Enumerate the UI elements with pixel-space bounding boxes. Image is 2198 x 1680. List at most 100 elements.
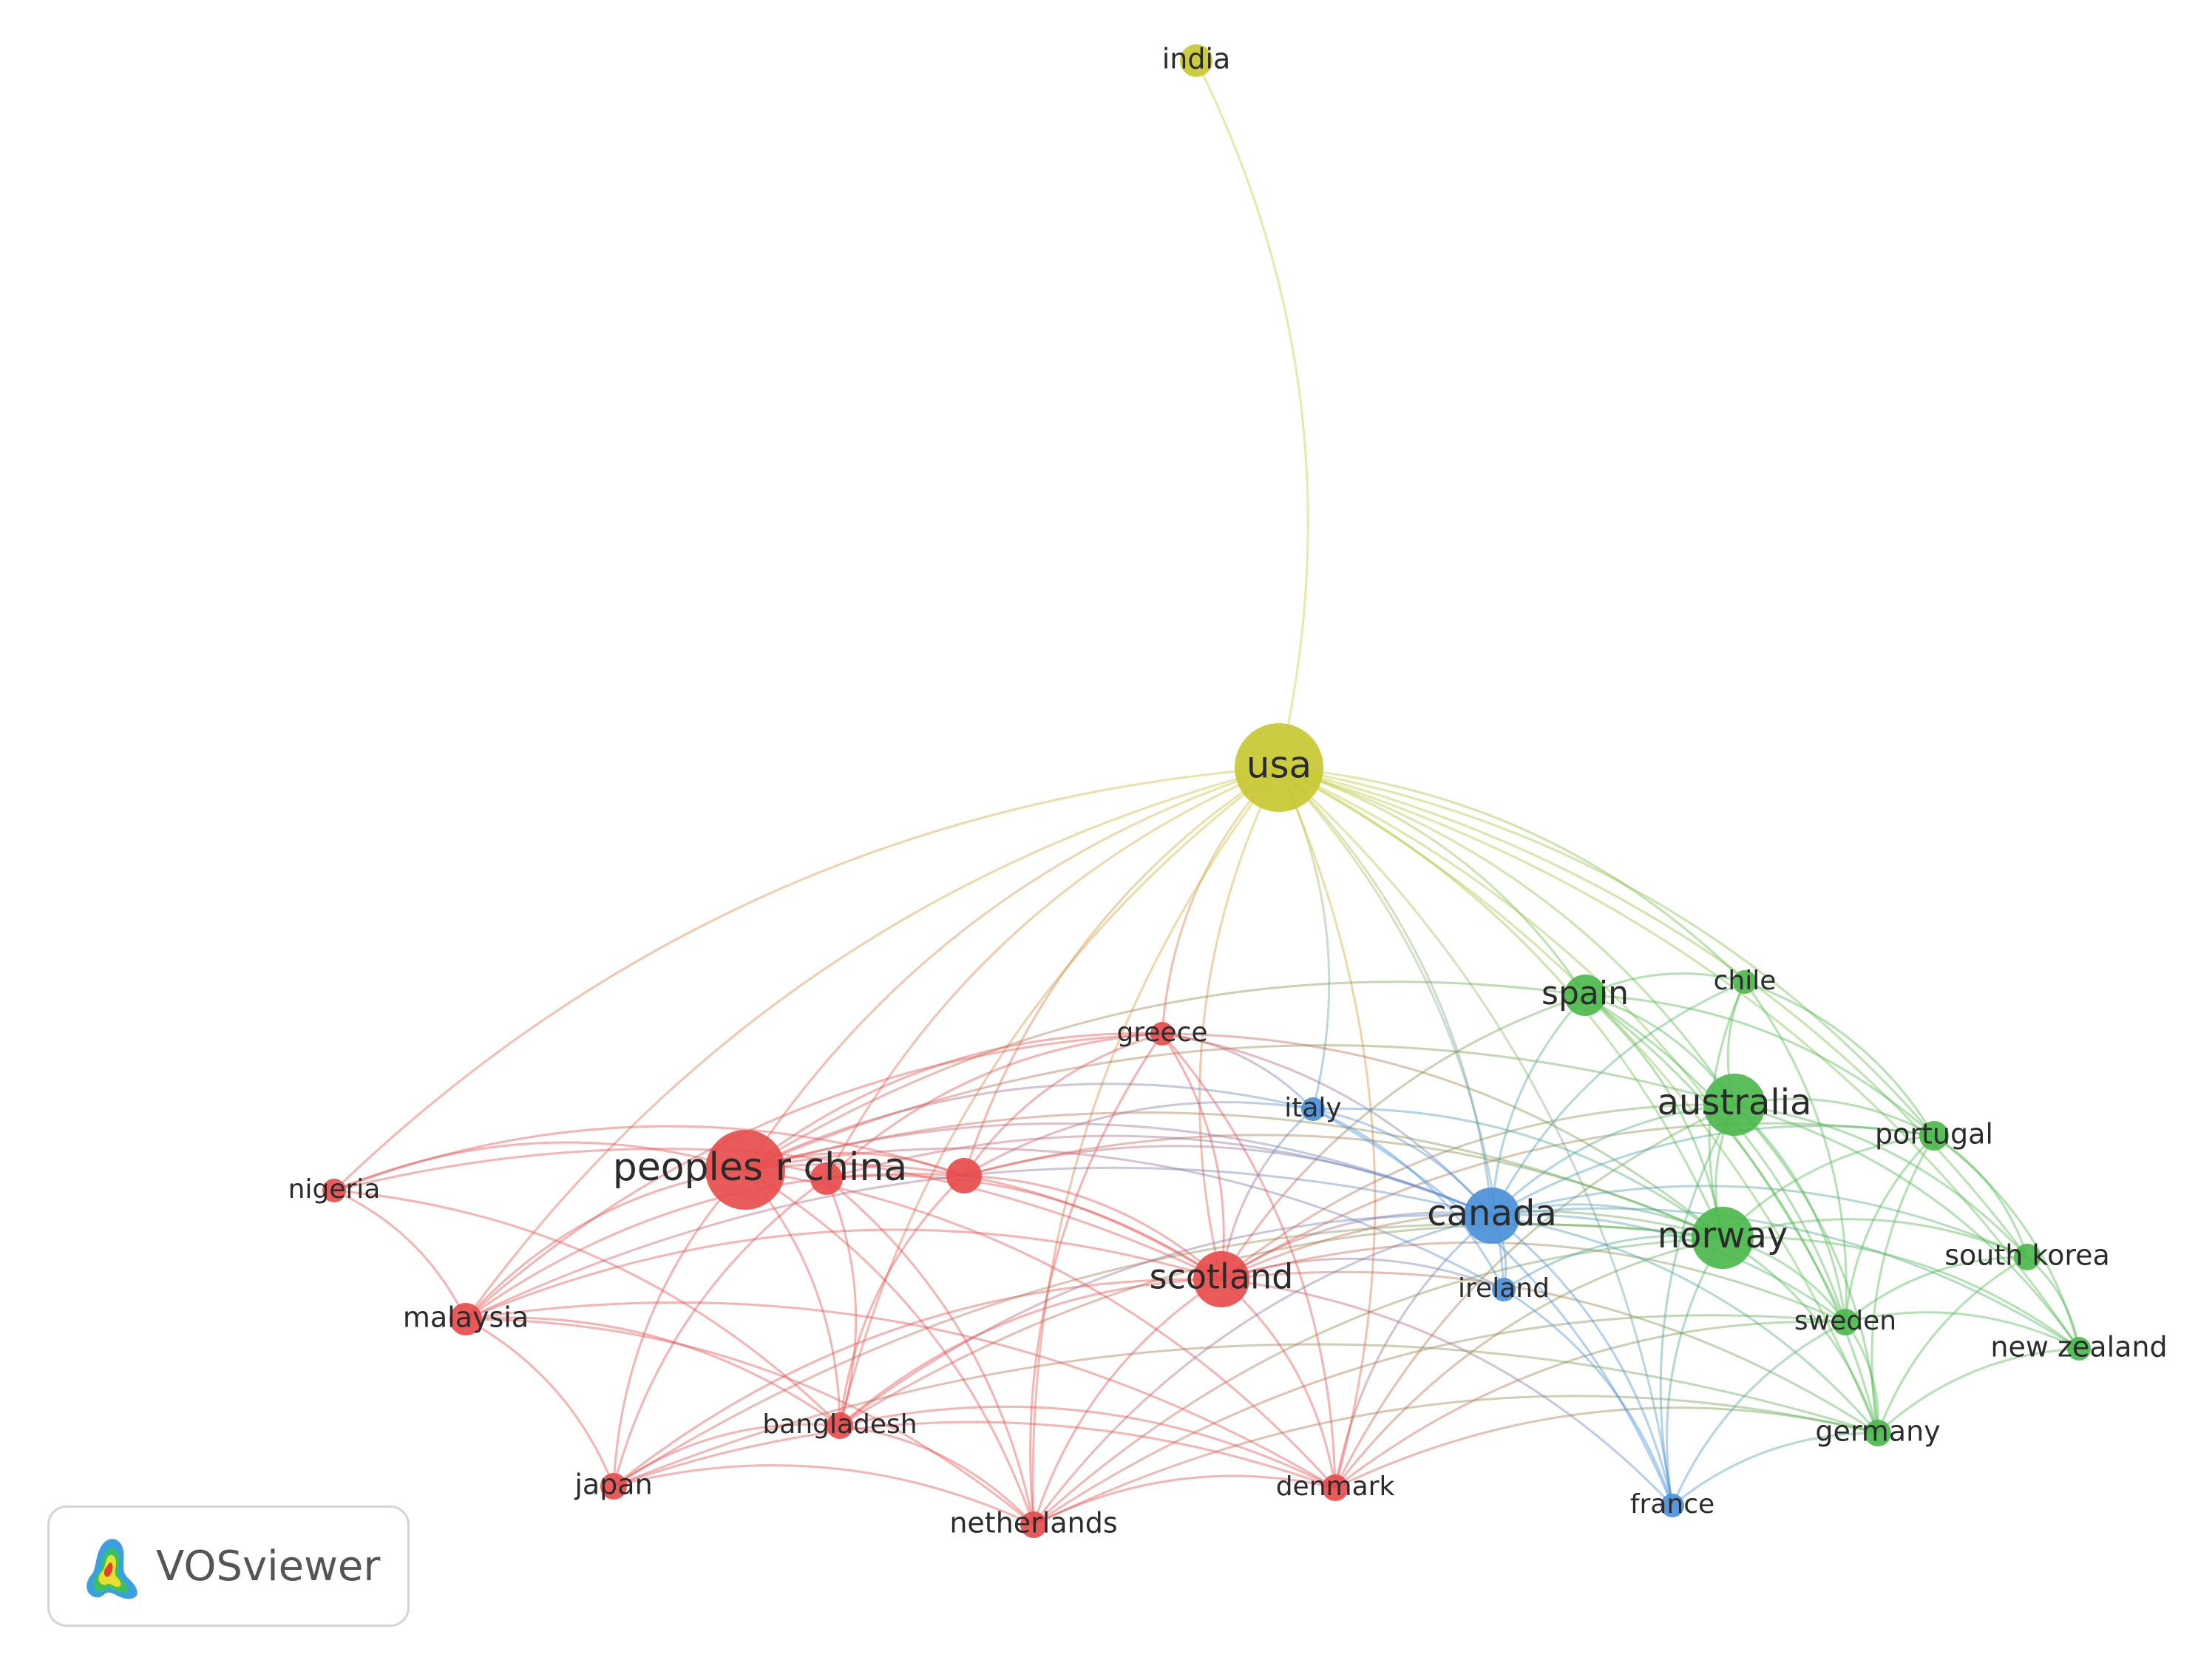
edge-denmark-norway bbox=[1334, 1236, 1723, 1488]
edge-spain-chile bbox=[1584, 972, 1746, 997]
label-china: peoples r china bbox=[613, 1145, 908, 1190]
vosviewer-logo-icon bbox=[87, 1539, 138, 1599]
edge-spain-sweden bbox=[1584, 994, 1847, 1323]
edge-scotland-spain bbox=[1220, 994, 1586, 1280]
node-canada[interactable] bbox=[1464, 1188, 1520, 1244]
edge-malaysia-netherlands bbox=[465, 1318, 1034, 1526]
edge-scotland-portugal bbox=[1221, 1122, 1935, 1281]
edge-usa-spain bbox=[1278, 766, 1587, 996]
node-usa[interactable] bbox=[1235, 723, 1323, 812]
node-denmark[interactable] bbox=[1322, 1474, 1349, 1501]
edge-china-scotland bbox=[744, 1162, 1222, 1281]
node-india[interactable] bbox=[1180, 44, 1212, 77]
edge-portugal-new_zealand bbox=[1933, 1134, 2080, 1349]
edge-spain-germany bbox=[1584, 994, 1879, 1434]
node-nigeria[interactable] bbox=[322, 1179, 346, 1202]
edge-usa-china_sub2 bbox=[963, 766, 1280, 1176]
node-sweden[interactable] bbox=[1832, 1309, 1859, 1335]
edge-china_sub2-italy bbox=[963, 1101, 1314, 1177]
edge-canada-south_korea bbox=[1491, 1185, 2028, 1259]
edge-greece-norway bbox=[1161, 1032, 1723, 1239]
edge-japan-denmark bbox=[613, 1420, 1336, 1489]
edge-france-australia bbox=[1659, 1104, 1736, 1506]
edge-spain-norway bbox=[1584, 994, 1724, 1239]
node-france[interactable] bbox=[1661, 1494, 1684, 1517]
edge-denmark-australia bbox=[1334, 1103, 1735, 1488]
edge-china_sub1-bangladesh bbox=[825, 1178, 858, 1426]
node-spain[interactable] bbox=[1564, 975, 1606, 1016]
node-bangladesh[interactable] bbox=[827, 1412, 853, 1439]
edge-scotland-sweden bbox=[1221, 1241, 1846, 1324]
edge-greece-denmark bbox=[1161, 1033, 1337, 1488]
edge-china-ireland bbox=[744, 1147, 1505, 1291]
node-new_zealand[interactable] bbox=[2067, 1337, 2091, 1361]
edge-nigeria-scotland bbox=[333, 1148, 1222, 1281]
edge-australia-germany bbox=[1733, 1103, 1879, 1434]
edge-canada-norway bbox=[1491, 1203, 1723, 1239]
label-denmark: denmark bbox=[1276, 1471, 1395, 1502]
edge-bangladesh-netherlands bbox=[839, 1424, 1035, 1526]
edge-usa-india bbox=[1195, 60, 1309, 768]
edge-australia-south_korea bbox=[1734, 1103, 2029, 1259]
edge-australia-new_zealand bbox=[1734, 1103, 2080, 1349]
edge-denmark-canada bbox=[1334, 1214, 1493, 1488]
edge-france-norway bbox=[1666, 1237, 1724, 1506]
node-scotland[interactable] bbox=[1193, 1251, 1249, 1307]
node-china[interactable] bbox=[705, 1130, 785, 1210]
node-germany[interactable] bbox=[1865, 1420, 1891, 1446]
edge-scotland-australia bbox=[1221, 1103, 1735, 1281]
nodes-layer bbox=[322, 44, 2091, 1538]
node-ireland[interactable] bbox=[1492, 1278, 1516, 1301]
node-italy[interactable] bbox=[1301, 1097, 1325, 1121]
node-chile[interactable] bbox=[1733, 970, 1757, 994]
edge-france-germany bbox=[1672, 1432, 1879, 1507]
edge-china-italy bbox=[744, 1083, 1314, 1171]
node-japan[interactable] bbox=[600, 1473, 627, 1500]
node-south_korea[interactable] bbox=[2014, 1244, 2041, 1270]
edge-portugal-norway bbox=[1721, 1134, 1935, 1239]
label-malaysia: malaysia bbox=[403, 1301, 529, 1334]
node-greece[interactable] bbox=[1150, 1022, 1174, 1046]
node-australia[interactable] bbox=[1703, 1074, 1765, 1136]
node-netherlands[interactable] bbox=[1020, 1511, 1047, 1538]
edge-usa-canada bbox=[1278, 766, 1493, 1216]
edge-canada-germany bbox=[1491, 1214, 1879, 1434]
edge-netherlands-greece bbox=[1029, 1033, 1164, 1525]
edge-denmark-germany bbox=[1334, 1406, 1879, 1489]
node-portugal[interactable] bbox=[1919, 1121, 1949, 1151]
edge-china-netherlands bbox=[744, 1168, 1035, 1525]
edge-sweden-new_zealand bbox=[1845, 1311, 2080, 1350]
edge-italy-norway bbox=[1312, 1107, 1723, 1239]
node-malaysia[interactable] bbox=[450, 1303, 482, 1335]
edge-spain-portugal bbox=[1584, 994, 1935, 1137]
edge-canada-new_zealand bbox=[1491, 1207, 2080, 1350]
edge-usa-portugal bbox=[1278, 766, 1936, 1137]
edge-malaysia-greece bbox=[464, 1032, 1163, 1321]
edge-malaysia-china_sub2 bbox=[465, 1173, 965, 1321]
node-china_sub2[interactable] bbox=[946, 1158, 982, 1193]
edge-netherlands-china_sub1 bbox=[826, 1177, 1035, 1525]
label-ireland: ireland bbox=[1458, 1273, 1550, 1304]
edges-layer bbox=[333, 60, 2080, 1526]
label-spain: spain bbox=[1541, 975, 1629, 1012]
node-norway[interactable] bbox=[1692, 1207, 1754, 1269]
label-south_korea: south korea bbox=[1944, 1239, 2110, 1272]
label-france: france bbox=[1630, 1489, 1714, 1520]
node-china_sub1[interactable] bbox=[810, 1162, 843, 1195]
edge-usa-scotland bbox=[1198, 767, 1281, 1280]
label-germany: germany bbox=[1815, 1415, 1940, 1448]
label-italy: italy bbox=[1284, 1093, 1341, 1123]
edge-canada-portugal bbox=[1491, 1125, 1935, 1217]
edge-scotland-china_sub2 bbox=[963, 1174, 1222, 1281]
edge-australia-sweden bbox=[1733, 1103, 1847, 1323]
label-portugal: portugal bbox=[1875, 1118, 1993, 1151]
edge-nigeria-malaysia bbox=[333, 1189, 467, 1320]
edge-italy-ireland bbox=[1312, 1108, 1505, 1290]
edge-scotland-china_sub1 bbox=[826, 1174, 1222, 1281]
edge-malaysia-scotland bbox=[465, 1228, 1222, 1321]
label-nigeria: nigeria bbox=[288, 1174, 381, 1205]
edge-china-nigeria bbox=[333, 1141, 746, 1192]
label-bangladesh: bangladesh bbox=[762, 1409, 917, 1440]
edge-usa-new_zealand bbox=[1278, 766, 2080, 1349]
